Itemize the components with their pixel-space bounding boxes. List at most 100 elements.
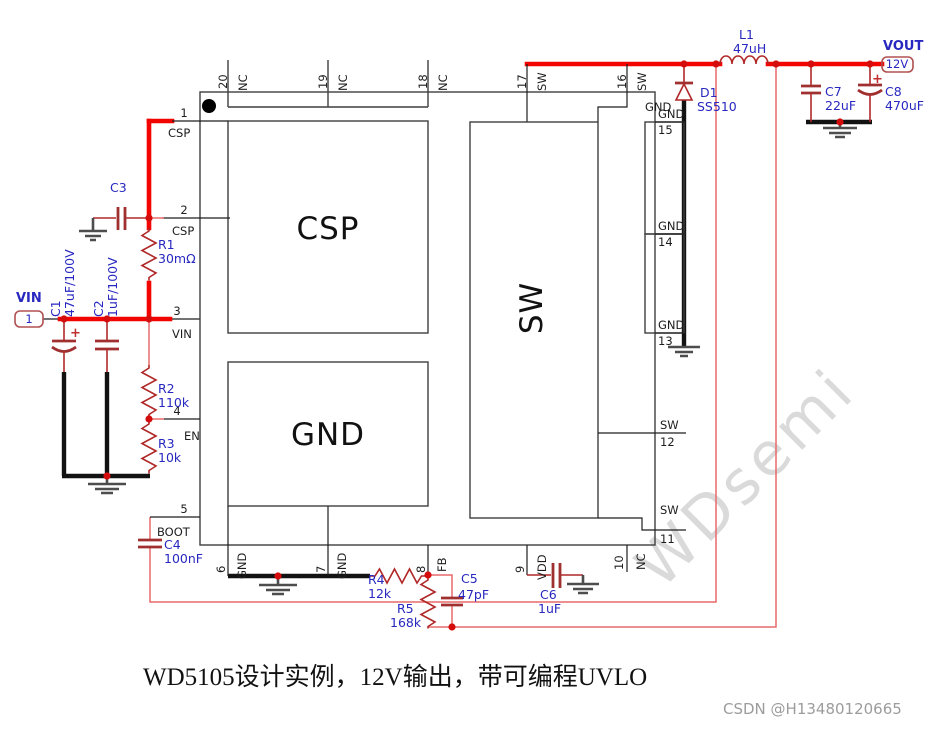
- c8-ref: C8: [885, 84, 902, 99]
- pin-5-name: BOOT: [157, 525, 191, 539]
- ic-body: [149, 60, 686, 576]
- r1-value: 30mΩ: [158, 251, 196, 266]
- watermark-text: WDsemi: [623, 355, 870, 602]
- c1-ref: C1: [48, 300, 63, 317]
- figure-caption: WD5105设计实例，12V输出，带可编程UVLO: [143, 663, 647, 691]
- pin-18-name: NC: [436, 74, 450, 91]
- l1-ref: L1: [739, 27, 754, 42]
- pad-sw-label: SW: [514, 282, 550, 334]
- pin-12-num: 12: [660, 435, 675, 449]
- pin-8-name: FB: [435, 557, 449, 572]
- pin-19-num: 19: [316, 74, 330, 89]
- ground-output: [823, 124, 857, 139]
- pin-17-name: SW: [535, 72, 549, 91]
- c6-value: 1uF: [538, 601, 561, 616]
- resistor-r2: [140, 365, 158, 419]
- pin-1-name: CSP: [168, 126, 190, 140]
- pin-3-num: 3: [173, 304, 180, 318]
- capacitor-c7: [801, 64, 821, 122]
- pin-2-num: 2: [180, 203, 187, 217]
- pin-18-num: 18: [416, 74, 430, 89]
- ground-d1: [668, 345, 700, 358]
- pin-7-num: 7: [314, 566, 328, 573]
- pin-13-name: GND: [658, 318, 685, 332]
- pad-gnd-label: GND: [291, 417, 365, 453]
- pin-9-name: VDD: [535, 554, 549, 580]
- pin-6-num: 6: [214, 566, 228, 573]
- pin-7-name: GND: [335, 552, 349, 579]
- r3-value: 10k: [158, 450, 182, 465]
- c3-ref: C3: [110, 180, 127, 195]
- d1-ref: D1: [700, 85, 718, 100]
- capacitor-c4: [138, 538, 162, 549]
- r5-value: 168k: [390, 615, 422, 630]
- junction-dots: [60, 60, 874, 631]
- vin-port-label: VIN: [16, 291, 42, 306]
- c1-plus: +: [70, 326, 81, 341]
- pin-17-num: 17: [515, 74, 529, 89]
- c6-ref: C6: [540, 587, 557, 602]
- ground-c6: [567, 575, 599, 595]
- c2-value: 1uF/100V: [105, 257, 120, 317]
- c8-value: 470uF: [885, 98, 924, 113]
- pin-9-num: 9: [513, 566, 527, 573]
- resistor-r3: [140, 421, 158, 474]
- pin-14-name: GND: [658, 219, 685, 233]
- pin-20-num: 20: [216, 74, 230, 89]
- port-vin: [14, 310, 44, 328]
- pin-10-name: NC: [634, 553, 648, 570]
- c2-ref: C2: [91, 300, 106, 317]
- pad-csp-rect: [227, 120, 429, 334]
- vin-port-net: 1: [25, 312, 32, 326]
- csdn-credit: CSDN @H13480120665: [723, 700, 902, 718]
- capacitor-c2: [95, 319, 119, 372]
- vout-port-net: 12V: [886, 57, 909, 71]
- pin-14-num: 14: [658, 235, 673, 249]
- l1-value: 47uH: [733, 41, 766, 56]
- c4-ref: C4: [164, 537, 181, 552]
- pin-16-num: 16: [615, 74, 629, 89]
- resistor-r4: [370, 567, 427, 585]
- d1-value: SS510: [697, 99, 737, 114]
- inductor-l1: [719, 55, 769, 65]
- c7-ref: C7: [825, 84, 842, 99]
- pad-right-rect-1: [644, 121, 685, 235]
- pin-11-name: SW: [660, 503, 679, 517]
- capacitor-c5: [441, 596, 463, 607]
- pin-16-name: SW: [635, 72, 649, 91]
- pin-1-num: 1: [180, 106, 187, 120]
- pin-5-num: 5: [180, 502, 187, 516]
- c4-value: 100nF: [164, 551, 203, 566]
- c5-value: 47pF: [458, 587, 489, 602]
- r1-ref: R1: [158, 237, 175, 252]
- ground-input: [88, 476, 126, 495]
- c1-value: 47uF/100V: [62, 249, 77, 317]
- vout-port-label: VOUT: [883, 39, 923, 54]
- pin-4-name: EN: [184, 429, 200, 443]
- pad-sw-rect: [469, 121, 599, 519]
- r2-ref: R2: [158, 381, 175, 396]
- resistor-r5: [419, 578, 437, 629]
- r2-value: 110k: [158, 395, 190, 410]
- r3-ref: R3: [158, 436, 175, 451]
- capacitor-c6: [527, 563, 583, 588]
- r5-ref: R5: [397, 601, 414, 616]
- pin1-marker-dot: [202, 99, 216, 113]
- r4-ref: R4: [368, 572, 385, 587]
- r4-value: 12k: [368, 586, 392, 601]
- pin-12-name: SW: [660, 418, 679, 432]
- pin-8-num: 8: [414, 566, 428, 573]
- pin-6-name: GND: [235, 552, 249, 579]
- ground-c3: [79, 218, 107, 242]
- c8-plus: +: [872, 72, 883, 87]
- pad-csp-label: CSP: [296, 211, 359, 247]
- pin-19-name: NC: [336, 74, 350, 91]
- pin-2-name: CSP: [172, 224, 194, 238]
- c7-value: 22uF: [825, 98, 856, 113]
- pin-15-name: GND: [658, 107, 685, 121]
- pin-20-name: NC: [236, 74, 250, 91]
- d1-gnd-netlabel: GND: [645, 100, 672, 114]
- pin-11-num: 11: [660, 532, 675, 546]
- pin-4-num: 4: [173, 404, 180, 418]
